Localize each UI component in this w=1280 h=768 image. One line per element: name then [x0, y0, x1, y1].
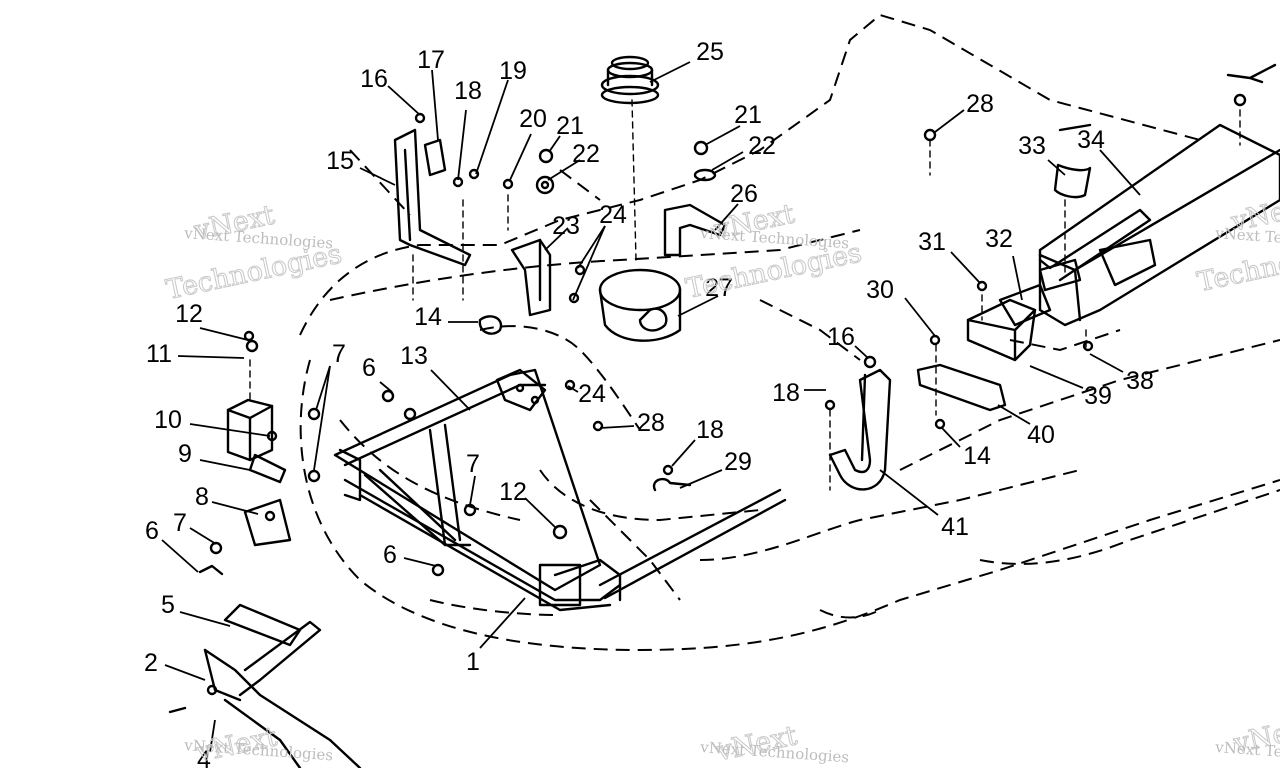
center-bracket: [510, 238, 552, 317]
callout-17: 17: [417, 46, 445, 74]
running-board: [916, 123, 1280, 412]
callout-13: 13: [400, 342, 428, 370]
part-outlines: [168, 55, 1280, 768]
callout-30: 30: [866, 276, 894, 304]
callout-1: 1: [466, 648, 480, 676]
callout-28: 28: [966, 90, 994, 118]
callout-41: 41: [941, 513, 969, 541]
hook-bracket: [828, 368, 892, 491]
callout-15: 15: [326, 147, 354, 175]
callout-34: 34: [1077, 126, 1105, 154]
locator-lines: [249, 99, 1241, 491]
watermark-right-small: vNext Technologies: [1214, 224, 1280, 252]
filler-neck: [598, 268, 682, 342]
callout-21: 21: [734, 101, 762, 129]
callout-27: 27: [705, 274, 733, 302]
filler-cap: [600, 55, 660, 105]
callout-38: 38: [1126, 367, 1154, 395]
watermark-center-small: vNext Technologies: [699, 224, 850, 252]
right-small-bracket: [663, 203, 727, 257]
callout-6: 6: [362, 354, 376, 382]
callout-12: 12: [499, 478, 527, 506]
callout-2: 2: [144, 649, 158, 677]
upright-bracket-left: [393, 128, 472, 267]
callout-6: 6: [145, 517, 159, 545]
callout-19: 19: [499, 57, 527, 85]
callout-14: 14: [963, 442, 991, 470]
callout-9: 9: [178, 440, 192, 468]
callout-10: 10: [154, 406, 182, 434]
callout-28: 28: [637, 409, 665, 437]
callout-7: 7: [466, 450, 480, 478]
callout-16: 16: [827, 323, 855, 351]
left-mount-bracket: [226, 398, 292, 547]
callout-labels: 1 2 4 5 6 6 6 7 7 7 8 9 10 11 12 12 13 1…: [144, 38, 1154, 768]
callout-33: 33: [1018, 132, 1046, 160]
watermark-left-small: vNext Technologies: [183, 224, 334, 252]
body-outline-dashed: [299, 13, 1280, 652]
watermark-bottom-right-small: vNext Technologies: [1214, 738, 1280, 766]
callout-22: 22: [748, 132, 776, 160]
callout-24: 24: [578, 380, 606, 408]
callout-18: 18: [696, 416, 724, 444]
callout-8: 8: [195, 483, 209, 511]
callout-26: 26: [730, 180, 758, 208]
callout-25: 25: [696, 38, 724, 66]
wire-clip: [652, 477, 692, 492]
callout-14: 14: [414, 303, 442, 331]
callout-7: 7: [173, 509, 187, 537]
callout-22: 22: [572, 140, 600, 168]
callout-21: 21: [556, 112, 584, 140]
callout-32: 32: [985, 225, 1013, 253]
callout-29: 29: [724, 448, 752, 476]
front-bumper: [203, 603, 362, 768]
front-frame-assembly: [333, 368, 787, 612]
callout-4: 4: [197, 746, 211, 768]
callout-16: 16: [360, 65, 388, 93]
callout-7: 7: [332, 340, 346, 368]
watermarks: vNext Technologies vNext Technologies vN…: [163, 190, 1280, 768]
callout-6: 6: [383, 541, 397, 569]
callout-12: 12: [175, 300, 203, 328]
callout-24: 24: [599, 201, 627, 229]
leader-lines: [161, 61, 1141, 753]
callout-11: 11: [146, 340, 172, 368]
callout-5: 5: [161, 591, 175, 619]
callout-40: 40: [1027, 421, 1055, 449]
callout-18: 18: [454, 77, 482, 105]
callout-18: 18: [772, 379, 800, 407]
callout-31: 31: [918, 228, 946, 256]
callout-23: 23: [552, 212, 580, 240]
callout-39: 39: [1084, 382, 1112, 410]
callout-20: 20: [519, 105, 547, 133]
